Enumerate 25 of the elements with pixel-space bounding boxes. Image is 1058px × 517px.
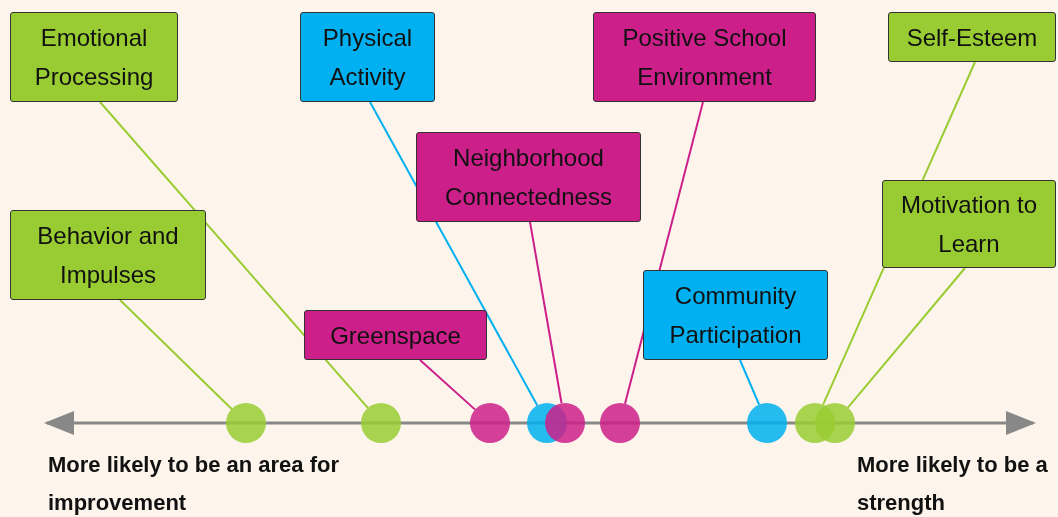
label-box: Behavior and Impulses [10, 210, 206, 300]
label-box: Greenspace [304, 310, 487, 360]
leader-line [369, 101, 539, 407]
label-box: Positive School Environment [593, 12, 816, 102]
data-point-dot [545, 403, 585, 443]
data-point-dot [470, 403, 510, 443]
data-point-dot [226, 403, 266, 443]
leader-line [739, 359, 761, 406]
axis-end-label: More likely to be a strength [857, 451, 1049, 517]
label-box: Self-Esteem [888, 12, 1056, 62]
data-point-dot [361, 403, 401, 443]
leader-line [419, 359, 477, 411]
label-box: Physical Activity [300, 12, 435, 102]
axis-end-label: More likely to be an area for improvement [48, 451, 340, 517]
data-point-dot [815, 403, 855, 443]
label-box: Community Participation [643, 270, 828, 360]
label-box: Neighborhood Connectedness [416, 132, 641, 222]
leader-line [119, 299, 233, 411]
label-box: Emotional Processing [10, 12, 178, 102]
leader-line [846, 267, 966, 409]
data-point-dot [600, 403, 640, 443]
leader-line [529, 221, 563, 405]
label-box: Motivation to Learn [882, 180, 1056, 268]
leader-line [99, 101, 369, 409]
data-point-dot [747, 403, 787, 443]
